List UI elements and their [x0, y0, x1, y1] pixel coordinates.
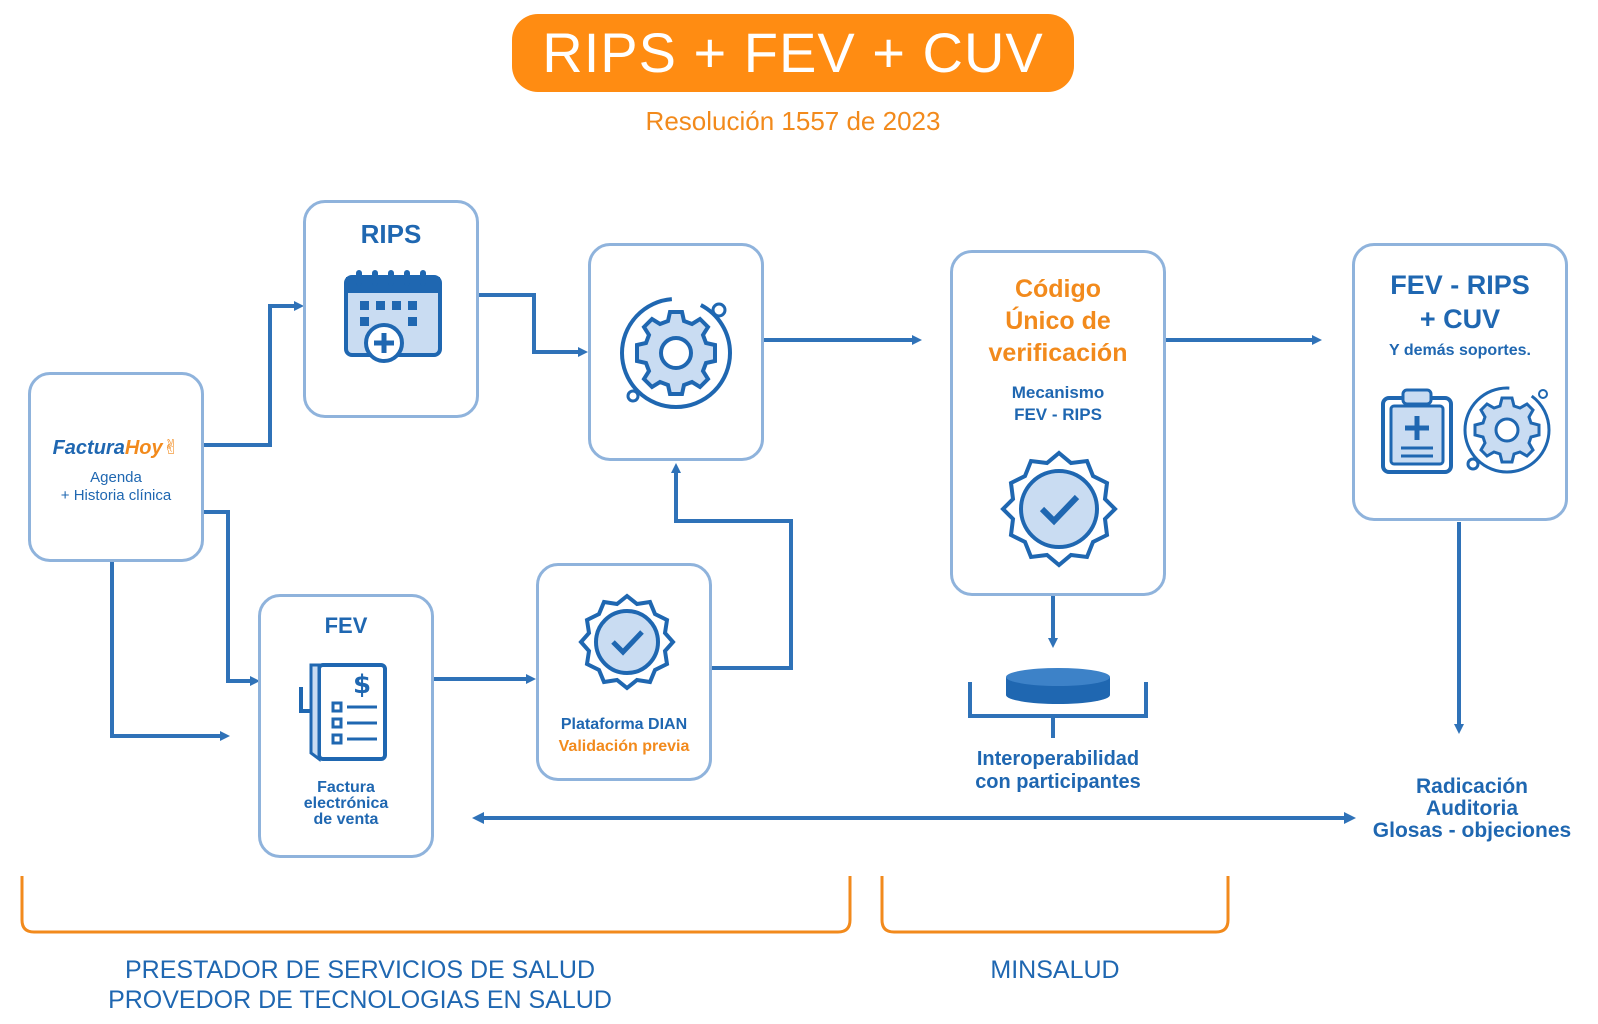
- cuv-line1: Código: [1014, 275, 1102, 303]
- fev-line1: Factura: [317, 779, 375, 796]
- cuv-sub1: Mecanismo: [1011, 383, 1105, 402]
- rips-card: RIPS: [303, 200, 479, 418]
- facturahoy-line2: + Historia clínica: [60, 487, 172, 504]
- facturahoy-logo: FacturaHoy✌: [52, 437, 180, 459]
- diagram-subtitle: Resolución 1557 de 2023: [645, 106, 941, 136]
- gear-icon: [1463, 386, 1551, 474]
- clipboard-medical-icon: [1381, 388, 1453, 474]
- radicacion-line1: Radicación: [1415, 775, 1529, 798]
- group-prestador-line1: PRESTADOR DE SERVICIOS DE SALUD: [124, 956, 596, 984]
- gear-icon: [620, 297, 732, 409]
- database-icon: [1006, 668, 1110, 704]
- cuv-line2: Único de: [1005, 307, 1111, 335]
- facturahoy-line1: Agenda: [90, 469, 142, 486]
- cuv-line3: verificación: [988, 339, 1128, 367]
- interop-line2: con participantes: [975, 771, 1141, 793]
- fev-line2: electrónica: [303, 795, 389, 812]
- fev-card: FEV $ Factura electrónica de venta: [258, 594, 434, 858]
- cuv-sub2: FEV - RIPS: [1014, 405, 1102, 424]
- processing-card: [588, 243, 764, 461]
- brace-minsalud: [880, 876, 1230, 934]
- db-stand: [968, 682, 1148, 738]
- badge-check-icon: [578, 593, 676, 691]
- fev-title: FEV: [324, 613, 368, 638]
- interop-line1: Interoperabilidad: [976, 748, 1140, 770]
- invoice-icon: $: [299, 663, 387, 762]
- group-minsalud: MINSALUD: [990, 956, 1120, 984]
- thumbs-up-icon: ✌: [162, 437, 180, 459]
- conn-fh-to-rips: [200, 301, 304, 447]
- group-prestador-line2: PROVEDOR DE TECNOLOGIAS EN SALUD: [108, 986, 612, 1014]
- cuv-card: Código Único de verificación Mecanismo F…: [950, 250, 1166, 596]
- conn-dian-to-gear: [671, 463, 793, 670]
- diagram-title: RIPS + FEV + CUV: [512, 14, 1074, 92]
- conn-fh-to-fev: [200, 510, 260, 686]
- fev-line3: de venta: [313, 811, 379, 828]
- rips-title: RIPS: [360, 219, 422, 249]
- conn-fh-down: [110, 559, 230, 741]
- dian-line1: Plataforma DIAN: [560, 716, 688, 733]
- final-line2: + CUV: [1419, 304, 1501, 334]
- dian-card: Plataforma DIAN Validación previa: [536, 563, 712, 781]
- conn-rips-to-gear: [478, 293, 588, 357]
- radicacion-line3: Glosas - objeciones: [1372, 819, 1572, 842]
- facturahoy-card: FacturaHoy✌ Agenda + Historia clínica: [28, 372, 204, 562]
- final-card: FEV - RIPS + CUV Y demás soportes.: [1352, 243, 1568, 521]
- brace-prestador: [20, 876, 852, 934]
- calendar-medical-icon: [344, 270, 442, 363]
- svg-text:$: $: [353, 670, 371, 700]
- final-line3: Y demás soportes.: [1389, 342, 1531, 359]
- badge-check-icon: [1000, 450, 1118, 568]
- dian-line2: Validación previa: [558, 738, 690, 755]
- radicacion-line2: Auditoria: [1425, 797, 1519, 820]
- final-line1: FEV - RIPS: [1390, 270, 1530, 300]
